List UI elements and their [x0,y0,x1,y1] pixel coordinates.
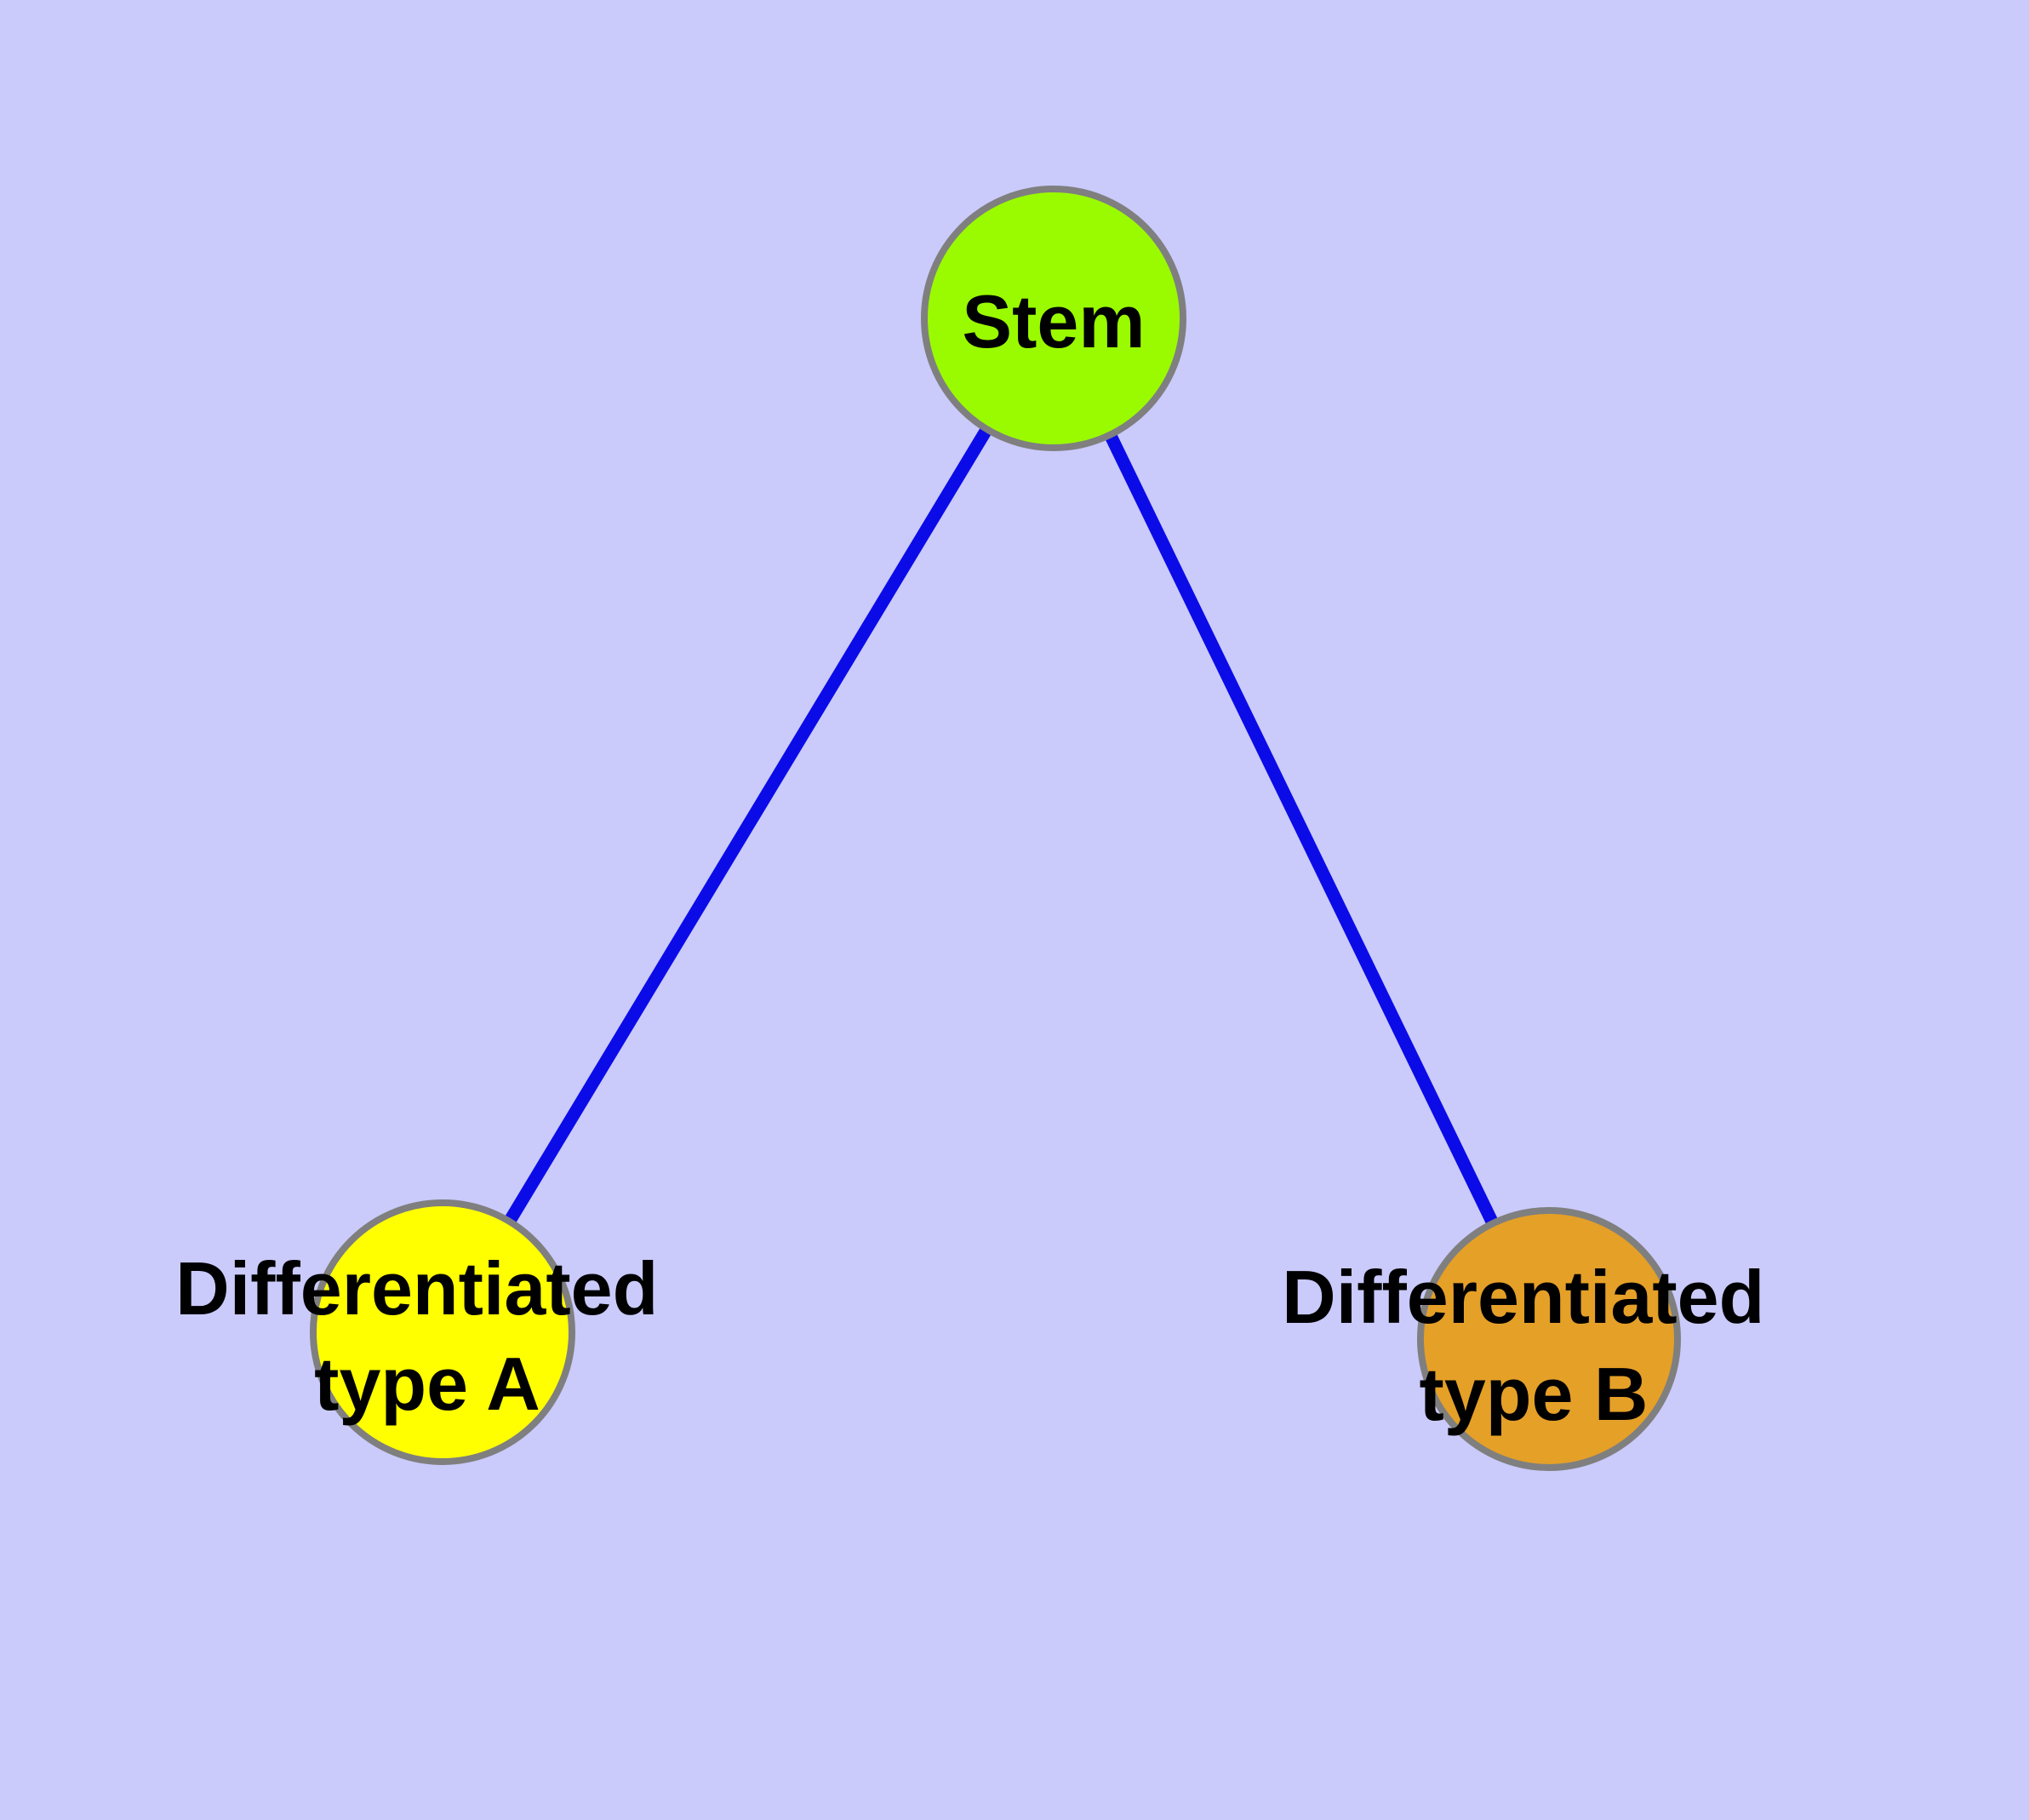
node-type-b-label-line2: type B [1420,1352,1649,1436]
node-type-b-label-line1: Differentiated [1282,1255,1764,1339]
node-stem-label-line1: Stem [962,279,1145,363]
node-type-a-label-line1: Differentiated [175,1246,658,1331]
node-type-b-circle [1417,1207,1681,1471]
node-type-a-label: Differentiated type A [175,1246,679,1426]
node-type-a-label-line2: type A [314,1342,540,1426]
edge-stem-to-type-b [1048,315,1555,1342]
node-stem-circle [921,186,1186,451]
node-type-a-circle [310,1199,575,1465]
node-stem-label: Stem [962,279,1145,363]
node-type-b-label: Differentiated type B [1282,1255,1786,1436]
edge-stem-to-type-a [437,315,1060,1336]
